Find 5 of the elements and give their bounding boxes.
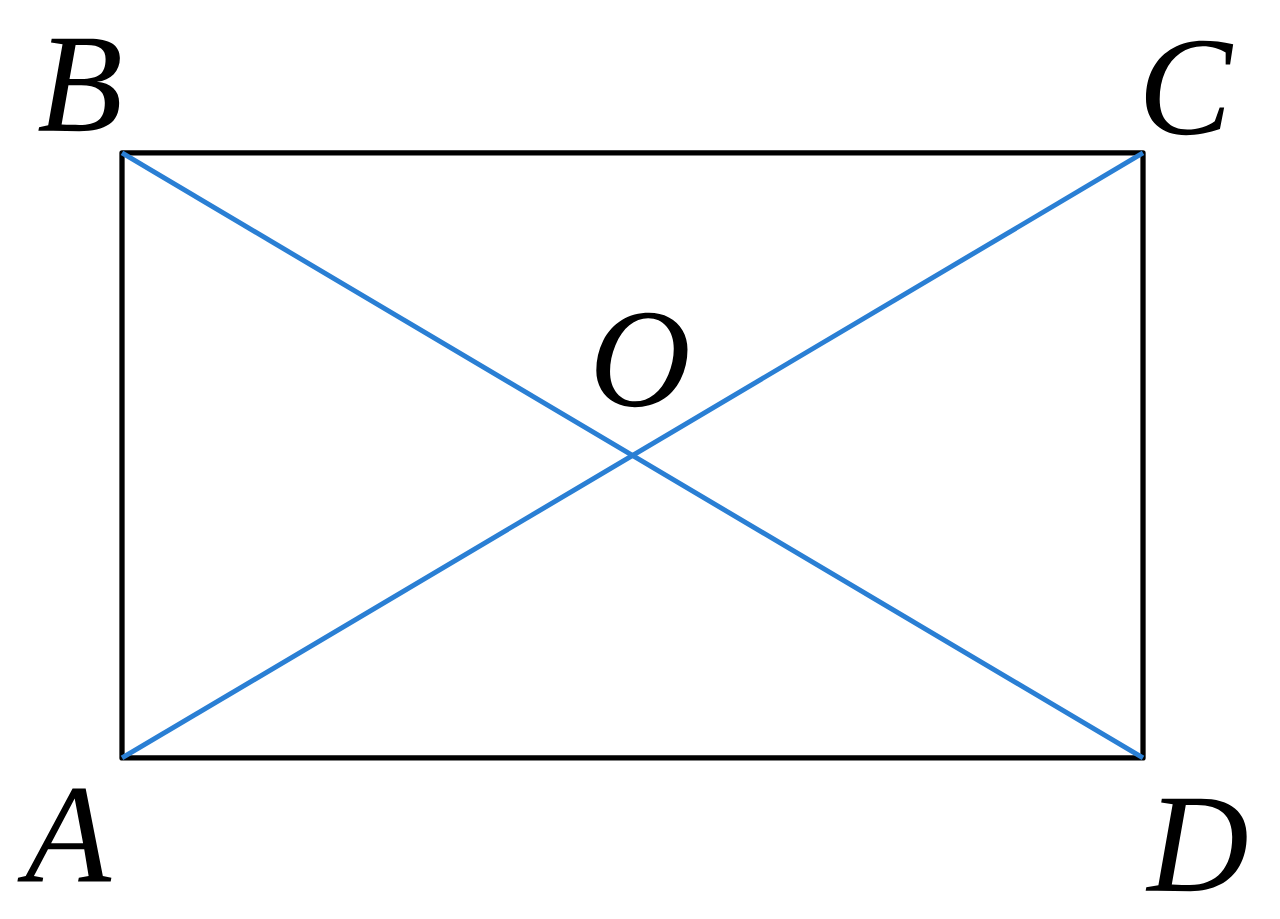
point-label: D	[1145, 798, 1247, 892]
point-label: A	[17, 788, 112, 882]
point-label: O	[596, 312, 688, 408]
point-label: C	[1145, 40, 1234, 136]
point-label: B	[38, 38, 120, 132]
